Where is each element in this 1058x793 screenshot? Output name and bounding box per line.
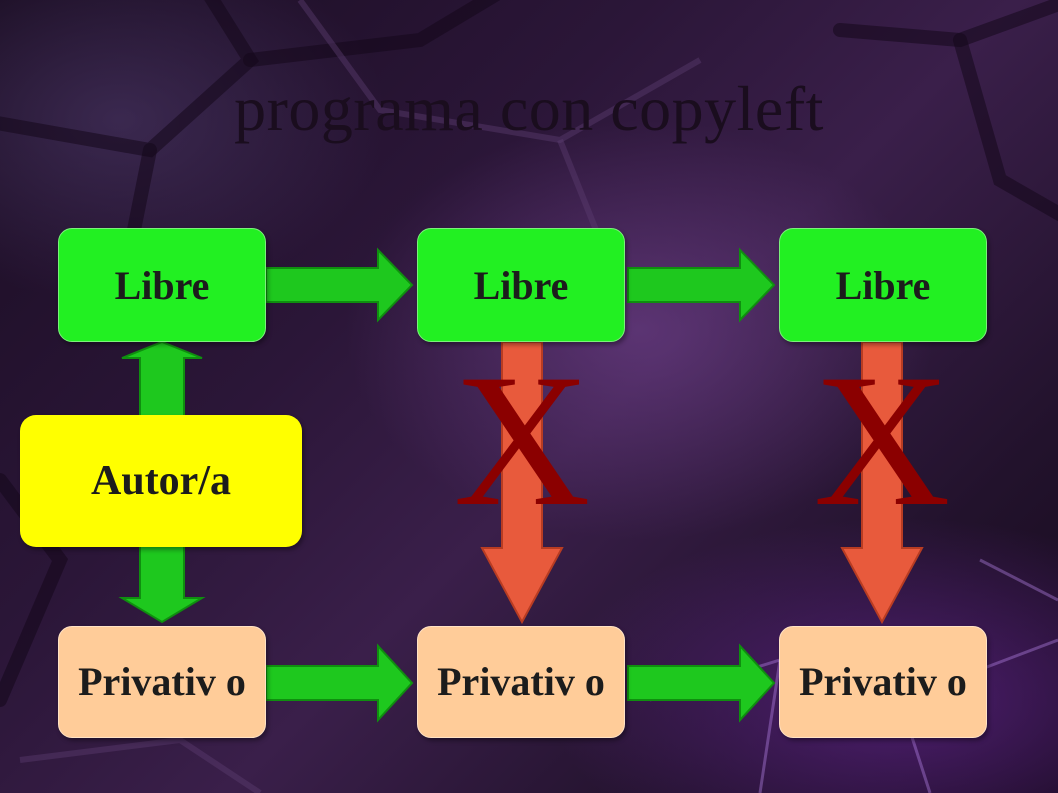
- libre-box-3: Libre: [779, 228, 987, 342]
- privativo-box-3: Privativ o: [779, 626, 987, 738]
- libre-box-1: Libre: [58, 228, 266, 342]
- blocked-mark-1: X: [453, 336, 591, 546]
- privativo-box-1: Privativ o: [58, 626, 266, 738]
- blocked-mark-2: X: [813, 336, 951, 546]
- autor-box: Autor/a: [20, 415, 302, 547]
- privativo-box-2: Privativ o: [417, 626, 625, 738]
- arrow-privativo-1-to-privativo-2: [265, 643, 414, 723]
- arrow-autor-to-libre: [121, 340, 203, 419]
- libre-box-2: Libre: [417, 228, 625, 342]
- arrow-libre-1-to-libre-2: [265, 247, 414, 323]
- arrow-libre-2-to-libre-3: [627, 247, 776, 323]
- arrow-autor-to-privativo: [118, 544, 206, 624]
- blocked-arrow-libre-2-to-privativo-2: [480, 341, 564, 625]
- slide-title: programa con copyleft: [234, 73, 824, 144]
- blocked-arrow-libre-3-to-privativo-3: [840, 341, 924, 625]
- arrow-privativo-2-to-privativo-3: [627, 643, 776, 723]
